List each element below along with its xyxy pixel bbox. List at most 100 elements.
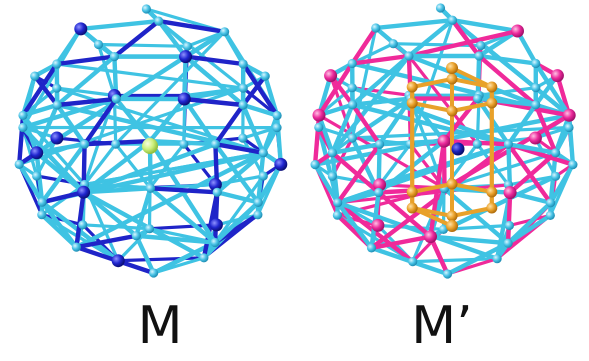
- accent-atom: [528, 131, 542, 145]
- cage-atom: [210, 237, 220, 248]
- accent-atom: [503, 186, 517, 200]
- cage-bond: [55, 86, 117, 98]
- cage-atom: [568, 160, 578, 170]
- cage-bond: [476, 28, 520, 59]
- accent-atom: [437, 134, 451, 148]
- accent-bond: [82, 96, 119, 147]
- inner-cage-atom: [486, 202, 498, 214]
- accent-bond: [330, 150, 381, 195]
- cage-bond: [148, 186, 218, 245]
- cage-atom: [472, 139, 482, 149]
- accent-bond: [32, 73, 60, 108]
- cage-bond: [81, 189, 139, 239]
- accent-bond: [369, 142, 511, 251]
- cage-atom: [18, 122, 28, 133]
- cage-atom: [182, 41, 192, 51]
- cage-bond: [553, 113, 572, 156]
- inner-cage-atom: [406, 97, 418, 109]
- cage-bond: [240, 102, 266, 156]
- cage-bond: [256, 162, 283, 205]
- accent-bond: [476, 53, 538, 108]
- cage-bond: [222, 29, 246, 67]
- inner-cage-bond: [410, 101, 454, 113]
- cage-atom: [199, 253, 209, 263]
- cage-atom: [238, 83, 248, 93]
- accent-atom: [550, 69, 564, 83]
- accent-bond: [17, 113, 26, 167]
- cage-bond: [507, 190, 553, 206]
- cage-atom: [258, 171, 268, 181]
- inner-cage-atom: [406, 186, 418, 198]
- cage-atom: [388, 39, 398, 49]
- cage-atom: [272, 123, 282, 133]
- accent-atom: [371, 218, 385, 232]
- cage-bond: [182, 96, 218, 147]
- accent-bond: [450, 18, 482, 59]
- accent-bond: [74, 189, 86, 250]
- cage-atom: [503, 139, 513, 149]
- cage-bond: [214, 150, 266, 195]
- cage-bond: [34, 150, 86, 195]
- inner-cage-atom: [406, 202, 418, 214]
- cage-atom: [220, 27, 230, 37]
- cage-bond: [428, 234, 511, 246]
- cage-atom: [546, 198, 556, 208]
- cage-atom: [504, 220, 514, 231]
- cage-atom: [260, 71, 270, 81]
- accent-atom: [179, 50, 193, 64]
- cage-atom: [347, 83, 357, 93]
- accent-atom: [50, 131, 64, 145]
- cage-atom: [531, 83, 541, 93]
- cage-bond: [406, 53, 538, 108]
- cage-atom: [154, 16, 164, 26]
- cage-bond: [411, 257, 499, 264]
- cage-atom: [238, 133, 248, 143]
- cage-bond: [81, 189, 207, 260]
- cage-atom: [52, 59, 62, 69]
- accent-bond: [507, 150, 558, 195]
- cage-bond: [274, 113, 283, 167]
- cage-atom: [111, 139, 121, 149]
- cage-atom: [327, 148, 337, 158]
- accent-atom: [312, 108, 326, 122]
- accent-bond: [39, 189, 86, 205]
- cage-atom: [80, 139, 90, 149]
- cage-atom: [473, 94, 483, 104]
- cluster-m-prime-label: M’: [411, 296, 473, 356]
- inner-cage-atom: [446, 220, 458, 232]
- cage-bond: [78, 18, 161, 32]
- cage-bond: [20, 102, 60, 118]
- accent-atom: [511, 24, 524, 38]
- cage-bond: [406, 18, 455, 59]
- cage-atom: [71, 242, 81, 252]
- cage-atom: [314, 122, 324, 132]
- accent-bond: [148, 186, 220, 195]
- cage-atom: [238, 100, 248, 110]
- cage-atom: [531, 58, 541, 69]
- accent-bond: [156, 18, 227, 34]
- accent-atom: [111, 254, 125, 268]
- cage-bond: [391, 42, 483, 48]
- cage-bond: [34, 102, 60, 156]
- inner-cage-bond: [450, 66, 494, 89]
- cage-atom: [179, 139, 189, 149]
- accent-atom: [373, 178, 387, 192]
- cage-bond: [476, 53, 538, 66]
- cage-atom: [332, 210, 342, 220]
- cage-bond: [55, 62, 245, 90]
- accent-bond: [350, 102, 382, 147]
- cage-bond: [373, 18, 455, 31]
- cage-bond: [54, 26, 84, 67]
- center-atom: [451, 142, 465, 156]
- inner-cage-bond: [450, 206, 494, 218]
- cage-bond: [533, 61, 572, 118]
- inner-cage-atom: [446, 178, 458, 190]
- cage-bond: [96, 42, 189, 48]
- cage-atom: [310, 160, 320, 170]
- cage-atom: [438, 224, 449, 234]
- cage-atom: [476, 41, 486, 51]
- cage-bond: [350, 96, 413, 107]
- accent-bond: [212, 190, 220, 245]
- cage-bond: [214, 190, 261, 205]
- inner-cage-atom: [446, 210, 458, 222]
